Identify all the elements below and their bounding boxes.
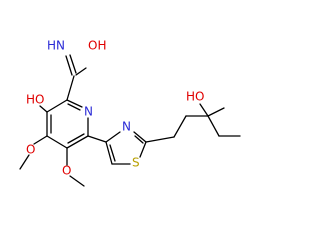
- bond-c4-c5: [46, 135, 68, 149]
- bond-chain-2: [173, 115, 187, 138]
- bond-thz-c4-c5-inner: [109, 144, 116, 162]
- bond-chain-methyl: [207, 107, 225, 117]
- thiazole-s-label: S: [132, 156, 140, 170]
- bond-n-c2-inner: [67, 103, 81, 111]
- bond-thz-n-c2: [133, 131, 147, 143]
- bond-c5-c6: [66, 135, 89, 149]
- bond-thz-c4-n: [105, 131, 121, 143]
- bond-c5-c6-inner: [67, 133, 85, 144]
- bond-c3-oh: [39, 105, 48, 113]
- bond-thz-c5-c4: [105, 141, 113, 165]
- bond-o-me-upper: [19, 154, 30, 170]
- bonds: [19, 54, 241, 187]
- bond-c4-o: [33, 135, 48, 145]
- bond-thz-n-c2-inner: [134, 135, 144, 144]
- bond-c-nh-double-a: [65, 55, 73, 76]
- ring-hydroxyl-label: HO: [26, 93, 44, 107]
- bond-c-oh: [75, 67, 87, 76]
- bond-o-me-lower: [69, 175, 85, 187]
- bond-c2-c3: [46, 99, 68, 113]
- bond-chain-4: [207, 115, 220, 137]
- chemical-structure: HN OH HO N O O N S HO: [19, 39, 241, 187]
- bond-pyr-thz: [87, 135, 107, 143]
- thiazole-n-label: N: [122, 120, 131, 134]
- amide-nh-label: HN: [47, 39, 65, 53]
- pyridine-n-label: N: [84, 105, 93, 119]
- bond-n-c2: [66, 99, 83, 108]
- bond-chain-1: [145, 136, 175, 143]
- bond-c-nh-double-b: [69, 54, 77, 74]
- methoxy-o-lower-label: O: [62, 164, 71, 178]
- side-chain-oh-label: HO: [186, 90, 204, 104]
- atom-labels: HN OH HO N O O N S HO: [26, 39, 204, 178]
- amide-oh-label: OH: [88, 39, 106, 53]
- bond-chain-oh: [199, 103, 209, 117]
- bond-thz-c2-s: [139, 141, 147, 158]
- bond-amide-ring: [66, 75, 75, 101]
- methoxy-o-upper-label: O: [26, 143, 35, 157]
